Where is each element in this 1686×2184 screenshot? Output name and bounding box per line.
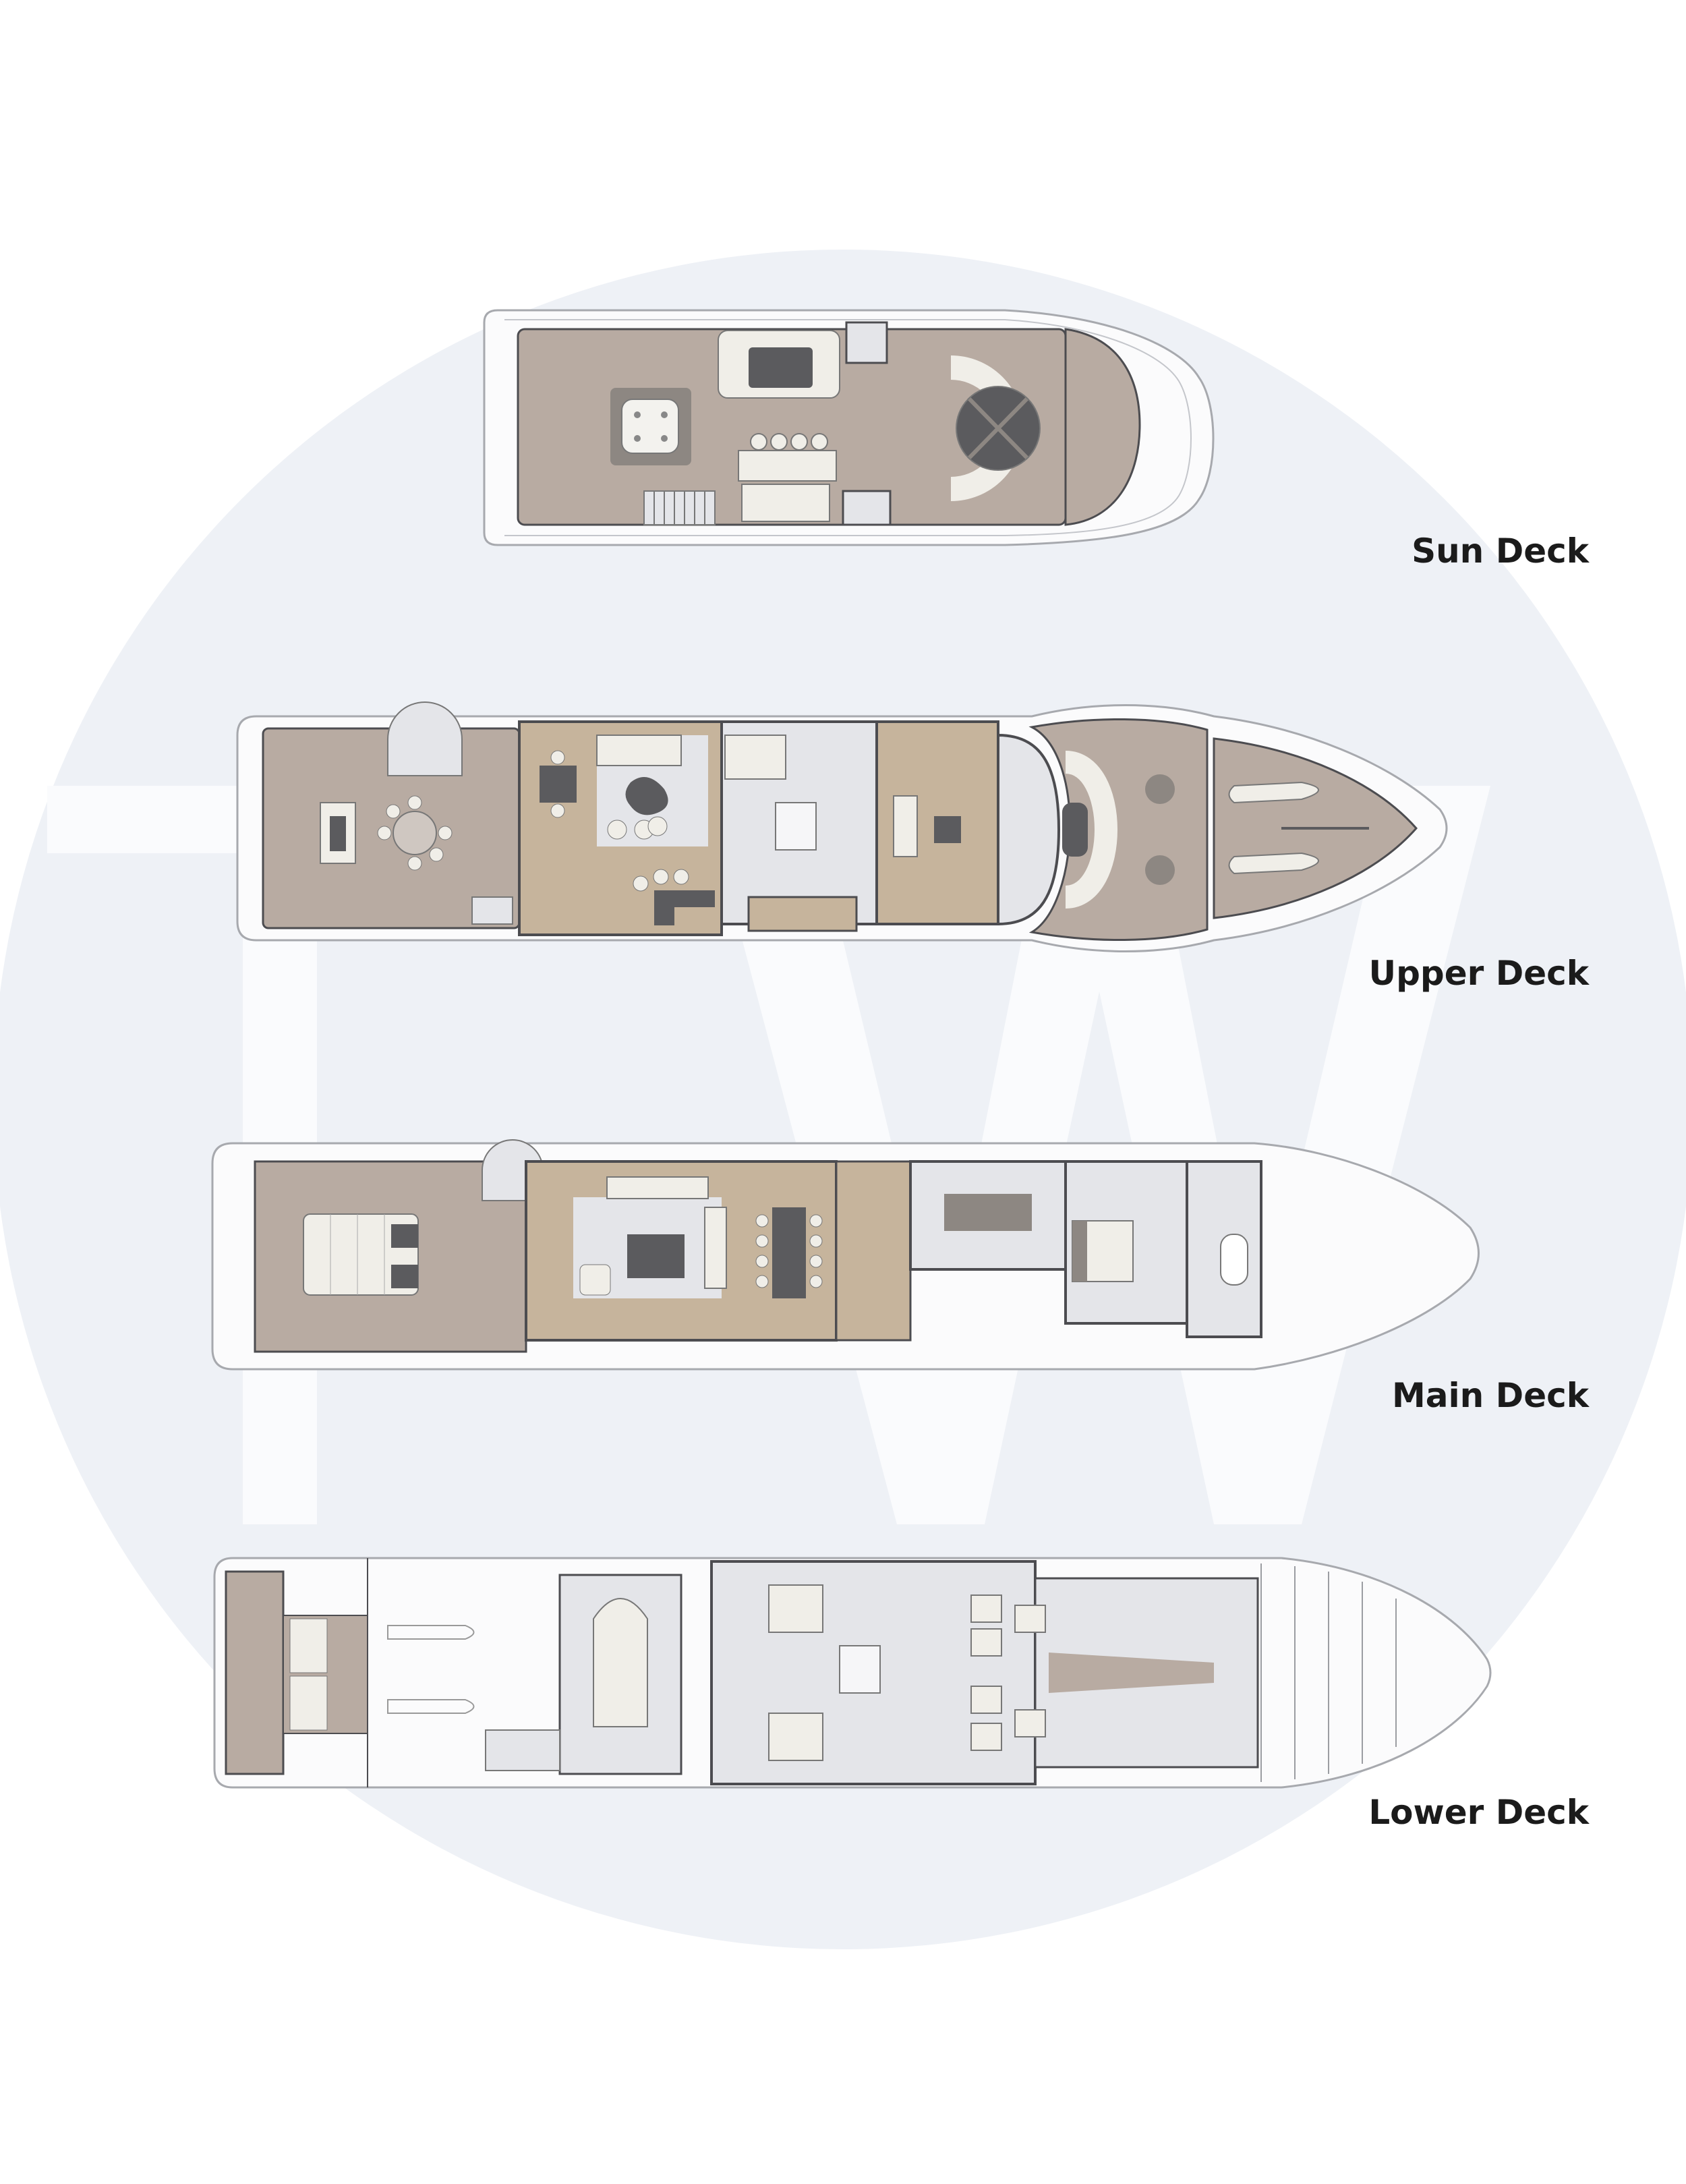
owner-bed (1072, 1220, 1134, 1282)
deck-label-sun: Sun Deck (1412, 531, 1589, 571)
main-deck-galley-island (944, 1194, 1032, 1231)
lower-spiral-stair (839, 1645, 881, 1694)
upper-deck-sky-sofa (893, 795, 918, 857)
lower-deck-plan (213, 1557, 1492, 1789)
main-deck-lobby (835, 1160, 912, 1342)
sun-deck-dining (718, 330, 840, 399)
main-dining (755, 1207, 823, 1298)
bow-frames (1260, 1563, 1397, 1782)
upper-deck-stair (775, 802, 817, 851)
sun-deck-bow-floor (1064, 328, 1141, 526)
upper-salon-lounge (596, 735, 708, 846)
crew-bunks (970, 1594, 1046, 1751)
deck-label-upper: Upper Deck (1368, 954, 1589, 993)
crew-corridor (1049, 1653, 1214, 1693)
round-table (377, 795, 453, 871)
upper-game-table (540, 750, 577, 818)
upper-deck-cabin-bed (724, 735, 786, 780)
guest-cabin-beds (768, 1584, 823, 1761)
deck-label-main: Main Deck (1392, 1376, 1589, 1415)
sun-deck-stairs (643, 490, 716, 525)
jacuzzi (610, 388, 691, 465)
main-salon-lounge (573, 1176, 727, 1298)
jet-skis (1228, 781, 1369, 875)
main-deck-plan (211, 1139, 1480, 1371)
tender (593, 1598, 648, 1727)
jet-ski-garage (387, 1625, 475, 1714)
upper-deck-aft-stair (471, 896, 513, 925)
beach-club-floor (225, 1570, 285, 1775)
sun-deck-round-lounge (950, 355, 1041, 501)
owner-bathtub (1220, 1234, 1248, 1286)
upper-deck-plan (236, 701, 1448, 952)
deck-label-lower: Lower Deck (1368, 1793, 1589, 1832)
beach-club-loungers (283, 1615, 368, 1734)
sun-deck-head (845, 321, 888, 364)
upper-deck-pantry (747, 896, 858, 932)
sun-deck-rail (504, 319, 1192, 536)
sun-deck-plan (483, 309, 1215, 546)
upper-deck-wheelhouse (997, 733, 1061, 926)
aft-dining-table (320, 802, 356, 864)
sun-deck-bar (738, 433, 837, 522)
upper-fwd-lounge (1062, 751, 1175, 909)
upper-deck-sky-table (934, 816, 961, 843)
upper-bar (633, 869, 715, 925)
sun-deck-storage (842, 490, 892, 526)
main-deck-aft-lounge (303, 1213, 419, 1296)
upper-deck-spiral-stair (387, 701, 463, 776)
lower-deck-aft-stair (485, 1729, 560, 1771)
